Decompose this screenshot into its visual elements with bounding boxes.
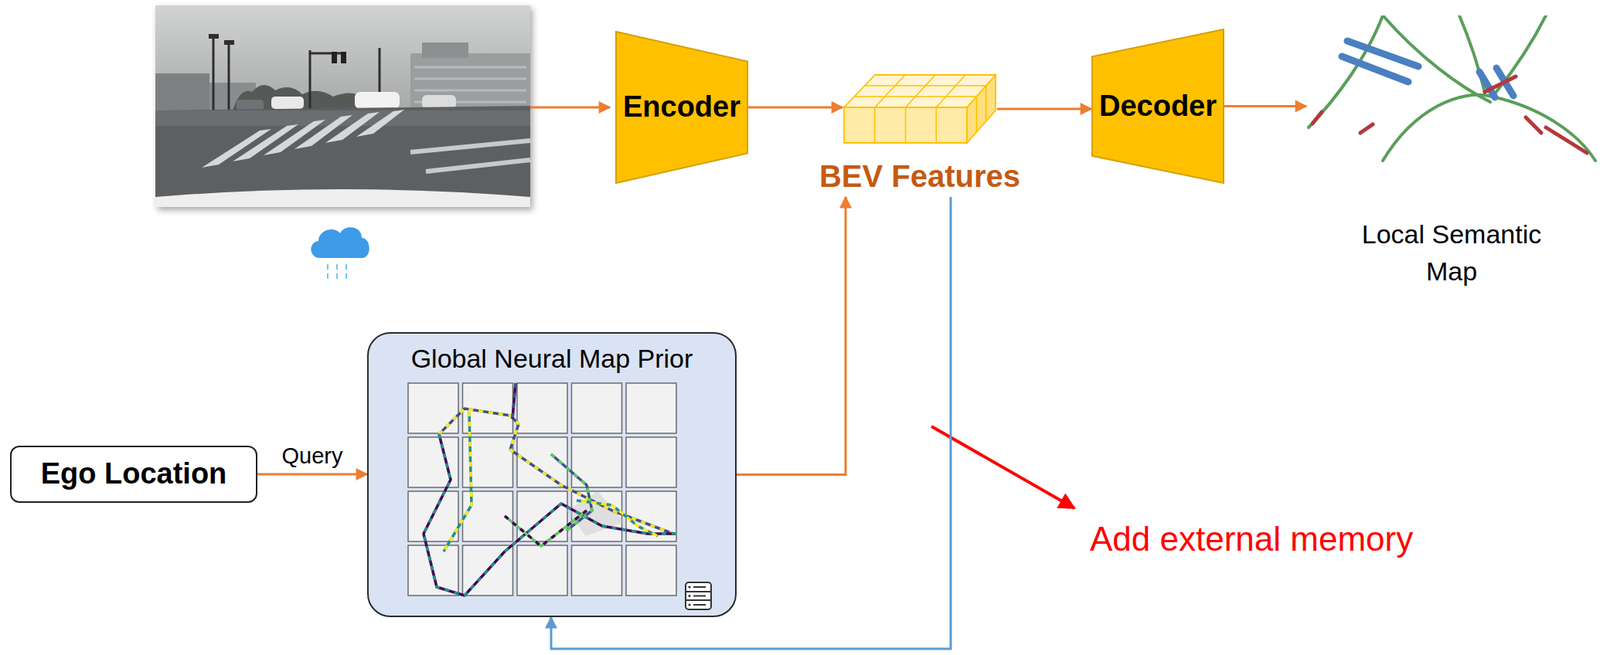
camera-photo-part: [155, 5, 531, 208]
trapezoid-fill: [616, 31, 748, 184]
lane-divider: [1525, 117, 1542, 133]
trajectory: [504, 510, 587, 547]
trajectory: [551, 454, 593, 532]
block-label: Encoder: [622, 89, 741, 126]
trajectory: [551, 454, 593, 532]
rain-icon-part: [310, 227, 369, 259]
trajectory: [439, 408, 674, 535]
road-boundary: [1382, 95, 1596, 161]
output-map: Local Semantic Map: [1306, 15, 1597, 290]
flow-arrow: [748, 106, 843, 109]
trajectory: [512, 383, 516, 419]
cube-grid: [985, 85, 988, 122]
server-icon: [685, 582, 712, 610]
flow-arrow: [1224, 105, 1307, 108]
trajectory: [512, 383, 516, 419]
camera-photo-part: [331, 51, 338, 64]
box-label: Ego Location: [40, 456, 228, 493]
server-led: [687, 595, 691, 598]
crosswalk: [1341, 56, 1409, 82]
server-body: [685, 582, 712, 610]
feature-cube: [842, 73, 998, 145]
camera-photo-part: [208, 34, 219, 39]
lane-divider: [1312, 112, 1322, 124]
trajectory: [576, 500, 658, 537]
block-label: Decoder: [1099, 88, 1217, 125]
map-grid: [408, 383, 702, 616]
input-arrow: [530, 106, 610, 109]
grid-cell: [626, 437, 677, 488]
camera-photo-part: [224, 40, 235, 45]
grid-cell: [571, 545, 623, 596]
cube-grid: [905, 107, 907, 143]
server-led: [687, 603, 691, 606]
camera-photo-part: [410, 140, 531, 172]
grid-cell: [517, 545, 568, 596]
callout-note: Add external memory: [1089, 519, 1413, 561]
trapezoid-fill: [1092, 29, 1224, 184]
camera-photo: [155, 5, 531, 208]
crosswalk: [1479, 71, 1495, 98]
camera-photo-part: [356, 109, 405, 137]
edge-label: Query: [282, 442, 344, 470]
edge-group: [257, 106, 1307, 651]
cube-grid: [874, 74, 906, 108]
callout-arrow: [931, 426, 1075, 509]
grid-cell: [571, 383, 623, 434]
panel-title: Global Neural Map Prior: [411, 343, 694, 375]
lane-divider: [1484, 76, 1516, 92]
camera-photo-part: [410, 53, 531, 114]
grid-cell: [408, 383, 459, 434]
trajectory: [443, 411, 472, 552]
trajectory: [504, 510, 587, 547]
decoder-block: Decoder: [1091, 28, 1225, 184]
memory-panel: Global Neural Map Prior: [367, 332, 737, 618]
feature-volume: BEV Features: [811, 69, 1029, 198]
grid-cell: [517, 383, 568, 434]
cube-grid: [864, 85, 987, 87]
rain-icon: [310, 227, 369, 280]
camera-photo-part: [155, 73, 210, 113]
lane-divider: [1360, 124, 1373, 133]
trajectory: [423, 434, 676, 596]
cube-grid: [854, 95, 977, 98]
flow-arrow: [997, 108, 1092, 111]
trajectory: [423, 434, 676, 596]
rain-icon-part: [327, 264, 347, 280]
feature-label: BEV Features: [819, 157, 1021, 195]
cube-face: [844, 74, 996, 108]
camera-photo-part: [354, 91, 400, 109]
input-box: Ego Location: [10, 445, 258, 504]
camera-photo-part: [155, 105, 531, 208]
semantic-map: [1306, 15, 1597, 163]
grid-cell: [626, 383, 677, 434]
server-led: [687, 585, 691, 589]
cube-face: [844, 107, 967, 143]
camera-photo-part: [236, 99, 264, 111]
cube-grid: [905, 74, 937, 108]
encoder-block: Encoder: [615, 30, 749, 184]
camera-photo-part: [271, 96, 304, 109]
trajectory: [443, 411, 472, 552]
camera-photo-part: [213, 36, 380, 111]
server-lines: [685, 587, 712, 606]
lane-divider: [1545, 127, 1587, 154]
flow-arrow: [551, 197, 951, 650]
camera-photo-part: [340, 51, 347, 64]
cube-grid: [936, 74, 966, 108]
cube-grid: [874, 107, 876, 143]
camera-photo-part: [155, 189, 531, 208]
grid-cell: [626, 545, 677, 596]
trajectory: [576, 500, 658, 537]
cube-grid: [976, 96, 978, 133]
flow-arrow: [736, 197, 846, 476]
cube-grid: [936, 107, 938, 143]
camera-photo-part: [422, 42, 469, 58]
map-caption: Local Semantic Map: [1343, 216, 1560, 290]
trajectory: [439, 408, 674, 535]
flow-arrow: [257, 473, 368, 477]
